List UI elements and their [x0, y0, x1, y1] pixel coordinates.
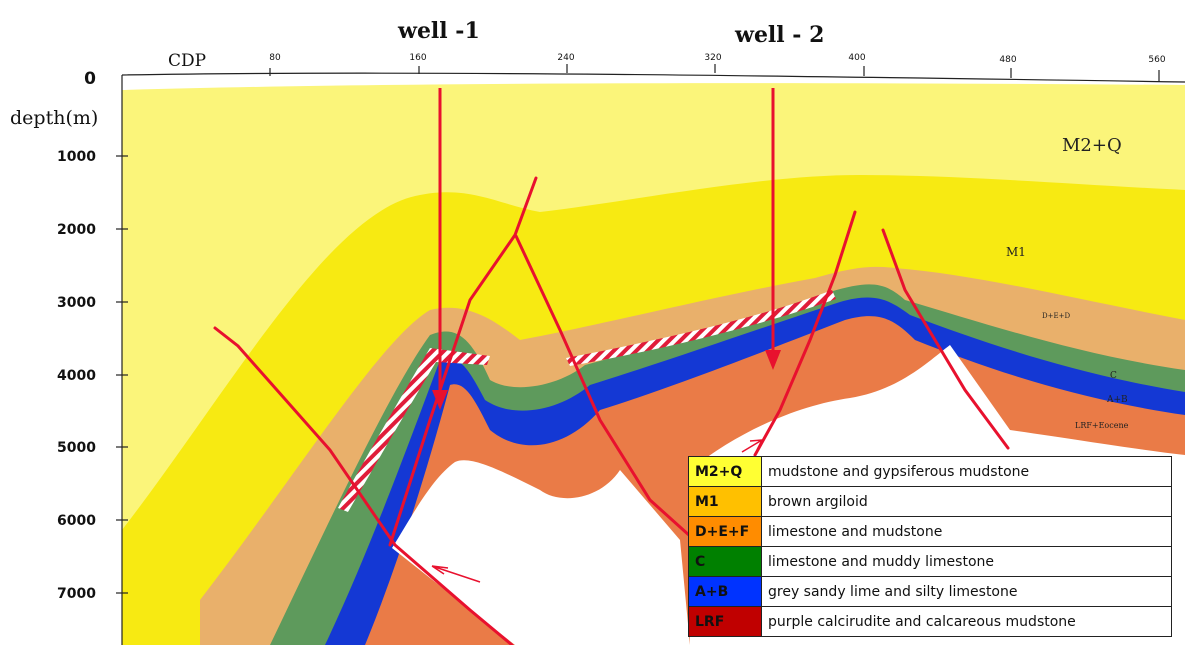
unit-label-ab: A+B: [1106, 395, 1128, 405]
depth-tick-label: 6000: [57, 513, 96, 529]
legend-code-c: C: [688, 546, 762, 577]
unit-label-m1: M1: [1006, 245, 1026, 259]
legend-row: LRF purple calcirudite and calcareous mu…: [688, 606, 1172, 637]
cdp-axis-line: [121, 72, 1185, 83]
fault-a: [213, 326, 514, 645]
basement-block-left: [392, 460, 690, 645]
unit-label-lrf: LRF+Eocene: [1075, 421, 1129, 430]
cdp-tick-marks: [269, 64, 1160, 82]
depth-tick-label: 1000: [57, 149, 96, 165]
cdp-tick-label: 80: [269, 53, 281, 63]
legend-row: M1 brown argiloid: [688, 486, 1172, 517]
well-2-label: well - 2: [734, 22, 824, 48]
well-1: [432, 88, 448, 410]
unit-label-def: D+E+D: [1042, 312, 1070, 320]
well-2-arrowhead: [765, 350, 781, 370]
cdp-tick-label: 240: [557, 53, 574, 63]
legend-description: grey sandy lime and silty limestone: [761, 576, 1172, 607]
well-1-arrowhead: [432, 390, 448, 410]
depth-tick-label: 0: [84, 69, 96, 89]
depth-axis-label: depth(m): [10, 107, 98, 129]
hatched-bed-left: [338, 348, 490, 512]
depth-tick-marks: [116, 155, 128, 594]
legend-description: limestone and mudstone: [761, 516, 1172, 547]
cdp-tick-labels: 80 160 240 320 400 480 560: [269, 53, 1166, 65]
fault-movement-arrows: [431, 439, 763, 583]
fault-d: [753, 210, 857, 457]
movement-arrow-right: [741, 439, 763, 453]
cdp-tick-label: 400: [848, 53, 865, 63]
cdp-tick-label: 480: [999, 55, 1016, 65]
legend-row: M2+Q mudstone and gypsiferous mudstone: [688, 456, 1172, 487]
fault-b: [388, 176, 538, 547]
movement-arrow-left: [431, 565, 481, 583]
unit-label-m2q: M2+Q: [1062, 135, 1122, 156]
legend-code-m2q: M2+Q: [688, 456, 762, 487]
depth-tick-label: 5000: [57, 440, 96, 456]
legend-code-m1: M1: [688, 486, 762, 517]
depth-tick-label: 3000: [57, 295, 96, 311]
fault-lines: [213, 176, 1010, 645]
unit-label-c: C: [1110, 371, 1117, 381]
cdp-tick-label: 320: [704, 53, 721, 63]
legend-description: brown argiloid: [761, 486, 1172, 517]
legend-row: C limestone and muddy limestone: [688, 546, 1172, 577]
cdp-axis-label: CDP: [168, 51, 206, 71]
legend-code-ab: A+B: [688, 576, 762, 607]
depth-tick-label: 4000: [57, 368, 96, 384]
depth-tick-label: 7000: [57, 586, 96, 602]
depth-tick-labels: 0 1000 2000 3000 4000 5000 6000 7000: [57, 69, 96, 602]
legend-row: A+B grey sandy lime and silty limestone: [688, 576, 1172, 607]
cdp-tick-label: 560: [1148, 55, 1165, 65]
axes: [116, 64, 1185, 645]
cdp-tick-label: 160: [409, 53, 426, 63]
legend-row: D+E+F limestone and mudstone: [688, 516, 1172, 547]
well-2: [765, 88, 781, 370]
legend-code-lrf: LRF: [688, 606, 762, 637]
legend-description: purple calcirudite and calcareous mudsto…: [761, 606, 1172, 637]
legend-description: mudstone and gypsiferous mudstone: [761, 456, 1172, 487]
fault-c: [514, 234, 702, 547]
legend-code-def: D+E+F: [688, 516, 762, 547]
hatched-bed-right: [566, 290, 836, 366]
depth-tick-label: 2000: [57, 222, 96, 238]
legend-table: M2+Q mudstone and gypsiferous mudstone M…: [688, 456, 1172, 637]
fault-e: [881, 228, 1010, 450]
legend-description: limestone and muddy limestone: [761, 546, 1172, 577]
well-1-label: well -1: [397, 18, 480, 44]
